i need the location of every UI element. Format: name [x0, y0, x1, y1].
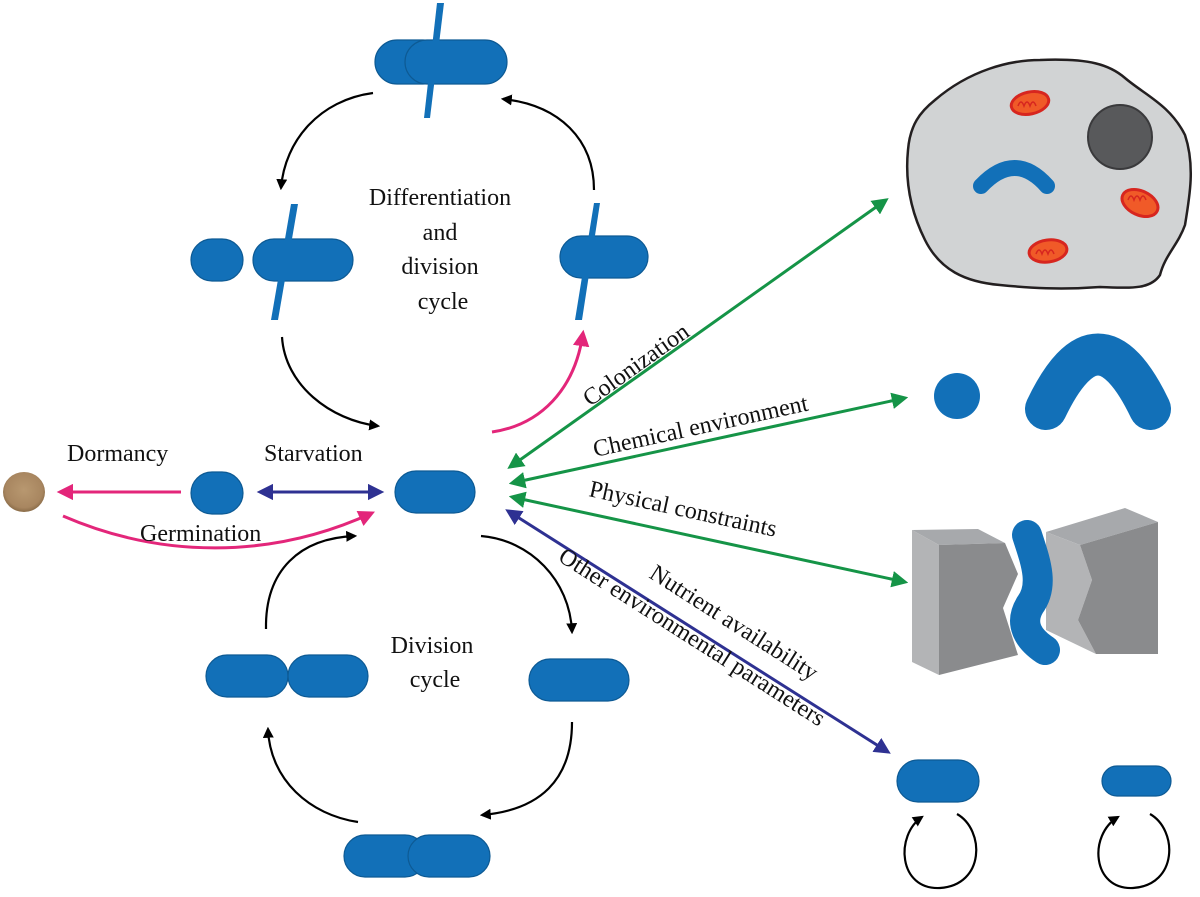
chemical-environment-arrow: [508, 392, 909, 489]
mitochondria: [1009, 90, 1160, 264]
division-cycle-label: Division cycle: [391, 633, 480, 693]
germination-label: Germination: [140, 521, 261, 547]
central-cell: [394, 470, 476, 514]
spore: [3, 472, 45, 512]
stalked-cell-dividing: [374, 3, 508, 118]
rock-right-side: [1046, 532, 1096, 654]
differentiation-cycle: Differentiation and division cycle: [190, 3, 649, 434]
dormancy-label: Dormancy: [67, 441, 168, 467]
nutrient-availability-arrow: [505, 509, 891, 754]
dividing-cell-left: [205, 654, 369, 698]
differentiation-cycle-label: Differentiation and division cycle: [369, 185, 517, 315]
nucleus: [1087, 104, 1153, 170]
arrow-left-to-center-bottom: [264, 530, 358, 630]
squeezed-cell: [1010, 520, 1060, 665]
starvation-label: Starvation: [264, 441, 363, 467]
arrow-top-to-left: [276, 91, 374, 191]
host-cell: [905, 58, 1193, 290]
arrow-right-to-bottom: [479, 721, 574, 820]
arrow-center-to-right: [480, 534, 578, 635]
germination-arrow: [62, 511, 375, 550]
stalked-cell: [559, 203, 649, 320]
self-loop-small: [1097, 813, 1171, 890]
dividing-cell-bottom: [343, 834, 491, 878]
mitochondrion: [1027, 238, 1069, 264]
large-cell: [896, 759, 980, 803]
swarmer-and-stalked-cell: [190, 204, 354, 320]
colonization-label: Colonization: [578, 319, 694, 412]
arrow-left-to-center: [280, 336, 381, 431]
rock-left-side: [912, 530, 939, 675]
elongated-cell: [528, 658, 630, 702]
mitochondrion: [1009, 90, 1051, 116]
starved-cell: [190, 471, 244, 515]
rock-left-top: [912, 529, 1005, 545]
division-cycle: Division cycle: [205, 530, 630, 878]
dormancy-row: Dormancy Starvation Germination: [3, 441, 476, 550]
rock-right-top: [1046, 508, 1158, 545]
physical-constraint-rocks: [912, 508, 1158, 675]
curved-cell: [1025, 333, 1171, 430]
chemical-shapes: [934, 333, 1171, 430]
arrow-center-to-stalked: [491, 329, 590, 434]
arrow-bottom-to-left: [262, 726, 359, 824]
rock-right-front: [1078, 522, 1158, 654]
other-environmental-parameters-label: Other environmental parameters: [554, 543, 830, 732]
intracellular-bacterium: [973, 160, 1055, 194]
self-loop-large: [903, 813, 978, 890]
rock-left-front: [939, 543, 1018, 675]
coccoid-cell: [934, 373, 980, 419]
nutrient-shapes: [896, 759, 1172, 890]
small-cell: [1101, 765, 1172, 797]
arrow-right-to-top: [500, 94, 596, 191]
